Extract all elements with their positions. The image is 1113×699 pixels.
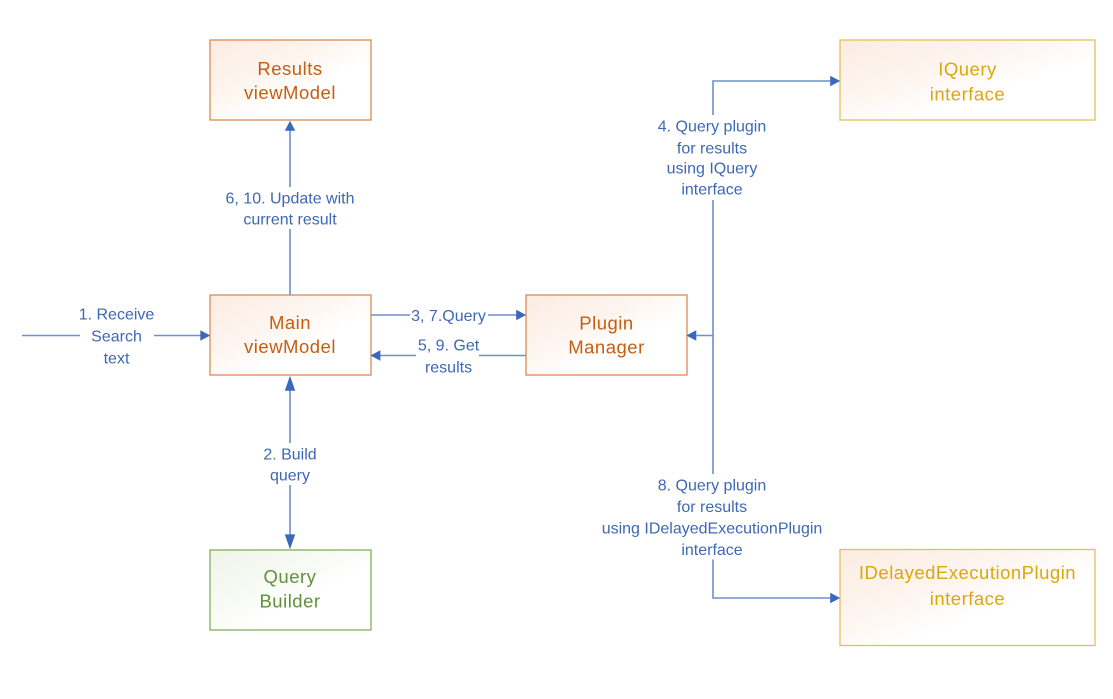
svg-text:6, 10. Update with: 6, 10. Update with: [226, 190, 355, 207]
svg-text:5, 9. Get: 5, 9. Get: [418, 337, 480, 354]
svg-text:for results: for results: [677, 140, 747, 157]
svg-text:Manager: Manager: [568, 337, 645, 358]
svg-text:text: text: [104, 350, 130, 367]
svg-text:query: query: [270, 467, 310, 484]
svg-text:interface: interface: [930, 84, 1005, 105]
svg-text:using IQuery: using IQuery: [667, 161, 758, 178]
svg-text:results: results: [425, 359, 472, 376]
svg-text:viewModel: viewModel: [244, 336, 336, 357]
svg-text:4. Query plugin: 4. Query plugin: [658, 119, 767, 136]
svg-text:Builder: Builder: [259, 591, 320, 612]
svg-text:IDelayedExecutionPlugin: IDelayedExecutionPlugin: [859, 562, 1076, 583]
svg-text:Results: Results: [257, 58, 322, 79]
svg-text:1. Receive: 1. Receive: [79, 306, 155, 323]
svg-text:Search: Search: [91, 328, 142, 345]
svg-text:viewModel: viewModel: [244, 82, 336, 103]
svg-text:Query: Query: [264, 566, 317, 587]
svg-text:interface: interface: [681, 182, 742, 199]
svg-text:using IDelayedExecutionPlugin: using IDelayedExecutionPlugin: [602, 520, 823, 537]
svg-text:Main: Main: [269, 312, 311, 333]
svg-text:interface: interface: [681, 542, 742, 559]
svg-text:2. Build: 2. Build: [263, 446, 316, 463]
svg-text:interface: interface: [930, 588, 1005, 609]
svg-text:IQuery: IQuery: [938, 59, 997, 80]
svg-text:8. Query plugin: 8. Query plugin: [658, 477, 767, 494]
svg-text:current result: current result: [243, 211, 337, 228]
svg-text:for results: for results: [677, 499, 747, 516]
svg-text:Plugin: Plugin: [579, 313, 633, 334]
svg-text:3, 7.Query: 3, 7.Query: [411, 308, 486, 325]
